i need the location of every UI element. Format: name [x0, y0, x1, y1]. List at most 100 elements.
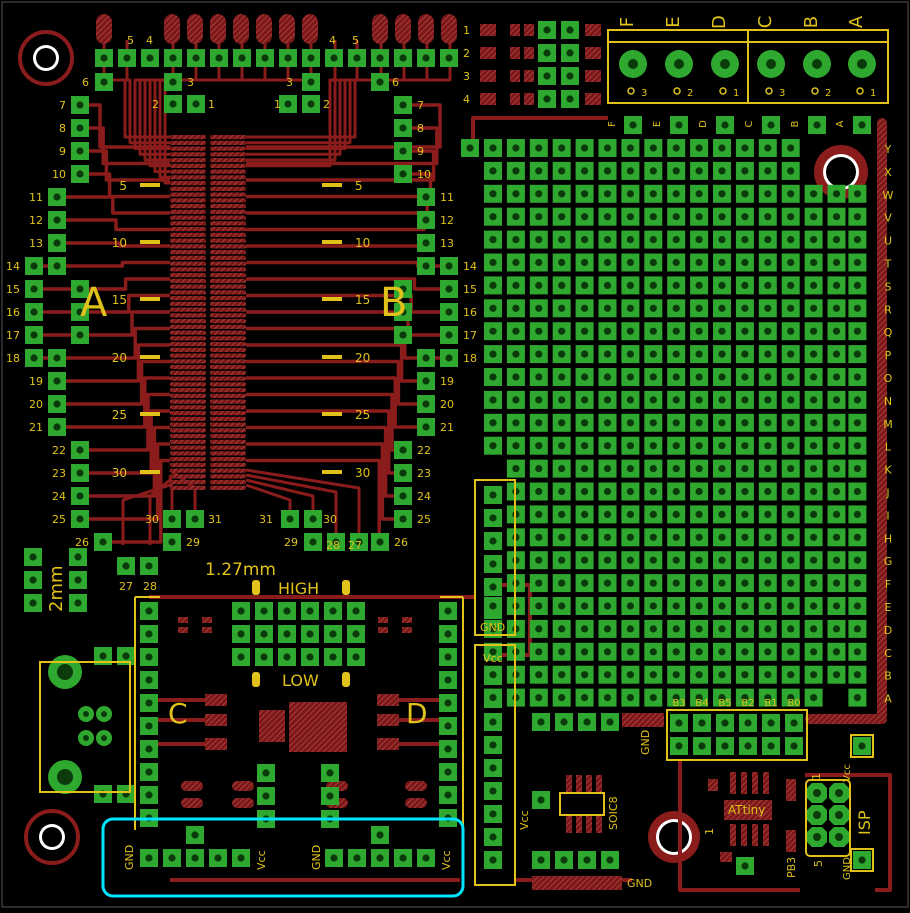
row-pad[interactable]: [561, 44, 579, 62]
side-pad-left[interactable]: [48, 211, 66, 229]
grid-pad[interactable]: [484, 390, 502, 409]
grid-pad[interactable]: [804, 276, 823, 295]
side-pad-left[interactable]: [48, 349, 66, 367]
grid-pad[interactable]: [644, 368, 663, 386]
pin3-left[interactable]: [164, 73, 182, 91]
b-pin-pad[interactable]: [670, 737, 688, 755]
grid-pad[interactable]: [713, 665, 731, 684]
soic-header-pad[interactable]: [532, 851, 550, 869]
grid-pad[interactable]: [758, 345, 777, 364]
grid-pad[interactable]: [667, 230, 686, 249]
grid-pad[interactable]: [506, 139, 525, 157]
grid-pad[interactable]: [804, 459, 823, 478]
grid-pad[interactable]: [552, 551, 571, 570]
side-pad-right[interactable]: [371, 533, 389, 551]
header-top-pad-left[interactable]: [302, 49, 320, 67]
grid-pad[interactable]: [621, 642, 640, 661]
bottom-header-right[interactable]: [348, 849, 366, 867]
grid-pad[interactable]: [848, 276, 867, 295]
grid-pad[interactable]: [644, 322, 663, 341]
grid-pad[interactable]: [804, 642, 823, 661]
b-pin-pad[interactable]: [670, 714, 688, 732]
pin31-left[interactable]: [186, 510, 204, 528]
grid-pad[interactable]: [506, 368, 525, 386]
grid-pad[interactable]: [758, 619, 777, 638]
grid-pad[interactable]: [713, 322, 731, 341]
grid-pad[interactable]: [781, 276, 800, 295]
gnd-header-pad[interactable]: [484, 532, 502, 550]
grid-pad[interactable]: [529, 597, 548, 615]
grid-pad[interactable]: [529, 482, 548, 501]
bottom-pad[interactable]: [321, 764, 339, 782]
soic-header-pad[interactable]: [555, 851, 573, 869]
b-pin-pad[interactable]: [785, 737, 803, 755]
side-pad-left[interactable]: [48, 234, 66, 252]
side-pad-right[interactable]: [417, 211, 435, 229]
side-pad-right[interactable]: [440, 280, 458, 298]
bottom-pad[interactable]: [321, 787, 339, 805]
side-pad-right[interactable]: [394, 142, 412, 160]
grid-pad[interactable]: [781, 482, 800, 501]
pin1-right[interactable]: [279, 95, 297, 113]
grid-pad[interactable]: [758, 459, 777, 478]
isp-side-pad[interactable]: [853, 851, 871, 869]
bottom-header-left[interactable]: [186, 849, 204, 867]
grid-pad[interactable]: [827, 345, 846, 364]
grid-pad[interactable]: [781, 528, 800, 547]
grid-pad[interactable]: [529, 390, 548, 409]
grid-pad[interactable]: [735, 574, 754, 593]
grid-pad[interactable]: [735, 459, 754, 478]
grid-pad[interactable]: [621, 574, 640, 593]
grid-pad[interactable]: [552, 574, 571, 593]
high-low-pad[interactable]: [301, 602, 319, 620]
grid-pad[interactable]: [598, 413, 617, 432]
grid-pad[interactable]: [644, 619, 663, 638]
group-c-pad[interactable]: [140, 671, 158, 689]
grid-pad[interactable]: [598, 619, 617, 638]
grid-pad[interactable]: [598, 642, 617, 661]
side-pad-left[interactable]: [48, 418, 66, 436]
grid-pad[interactable]: [621, 505, 640, 524]
grid-pad[interactable]: [484, 207, 502, 226]
pin29-left[interactable]: [163, 533, 181, 551]
grid-pad[interactable]: [781, 390, 800, 409]
grid-pad[interactable]: [644, 436, 663, 455]
grid-pad[interactable]: [713, 459, 731, 478]
grid-pad[interactable]: [758, 642, 777, 661]
soic-header-pad[interactable]: [601, 713, 619, 731]
grid-pad[interactable]: [506, 436, 525, 455]
header-top-pad-left[interactable]: [141, 49, 159, 67]
grid-pad[interactable]: [575, 368, 594, 386]
grid-pad[interactable]: [506, 413, 525, 432]
side-pad-left[interactable]: [25, 303, 43, 321]
grid-pad[interactable]: [781, 574, 800, 593]
grid-pad[interactable]: [804, 436, 823, 455]
group-c-pad[interactable]: [140, 717, 158, 735]
grid-pad[interactable]: [804, 688, 823, 707]
grid-pad[interactable]: [484, 688, 502, 707]
grid-pad[interactable]: [735, 299, 754, 318]
grid-pad[interactable]: [781, 619, 800, 638]
grid-pad[interactable]: [529, 161, 548, 180]
grid-pad[interactable]: [667, 184, 686, 203]
group-c-pad[interactable]: [140, 763, 158, 781]
grid-pad[interactable]: [621, 665, 640, 684]
grid-pad[interactable]: [827, 597, 846, 615]
soic-header-pad[interactable]: [532, 713, 550, 731]
grid-pad[interactable]: [827, 574, 846, 593]
grid-pad[interactable]: [781, 184, 800, 203]
grid-pad[interactable]: [552, 642, 571, 661]
grid-pad[interactable]: [690, 253, 709, 272]
grid-pad[interactable]: [621, 413, 640, 432]
grid-pad[interactable]: [644, 574, 663, 593]
grid-pad[interactable]: [598, 482, 617, 501]
grid-pad[interactable]: [758, 161, 777, 180]
grid-pad[interactable]: [690, 551, 709, 570]
grid-pad[interactable]: [848, 665, 867, 684]
grid-pad[interactable]: [848, 345, 867, 364]
grid-pad[interactable]: [575, 184, 594, 203]
grid-pad[interactable]: [552, 276, 571, 295]
grid-pad[interactable]: [781, 207, 800, 226]
grid-pad[interactable]: [690, 207, 709, 226]
high-low-pad[interactable]: [255, 625, 273, 643]
